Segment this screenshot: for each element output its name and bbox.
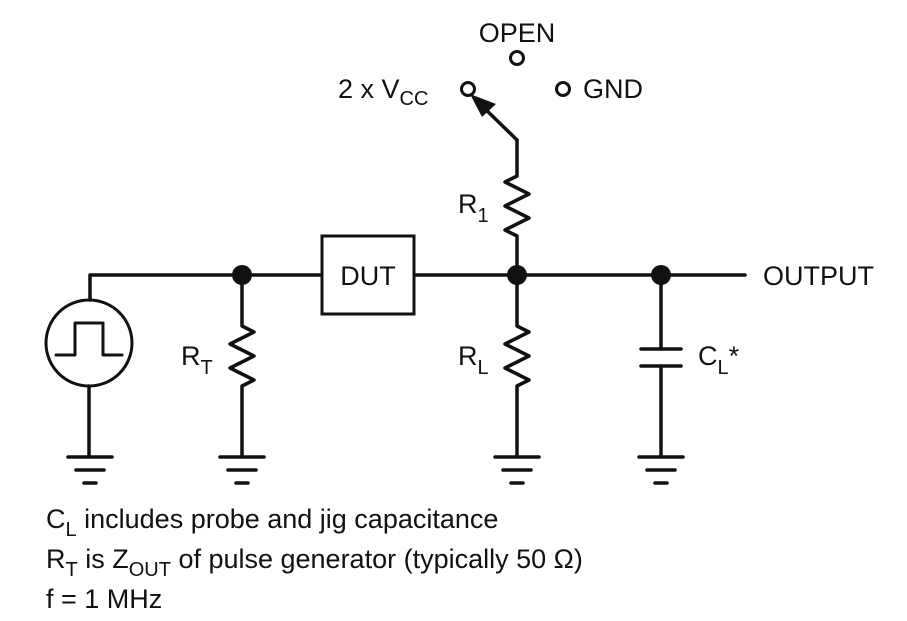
switch-vcc-label: 2 x VCC [338,74,428,110]
switch-arm [470,94,519,142]
rt-label: RT [181,341,213,379]
dut-label: DUT [340,261,396,291]
ground-icon [637,455,685,485]
note-line-2: RT is ZOUT of pulse generator (typically… [46,544,583,581]
switch-terminal-vcc [460,81,476,97]
note-line-3: f = 1 MHz [46,584,162,614]
rl-label: RL [458,341,489,379]
switch-gnd-label: GND [583,74,643,104]
pulse-generator-icon [44,298,134,457]
dut-block: DUT [320,234,416,316]
cl-label: CL* [698,341,740,379]
main-signal-wire [88,273,747,302]
switch-terminal-gnd [555,81,571,97]
r1-label: R1 [458,189,489,227]
ground-icon [493,455,541,485]
capacitor-icon [639,273,683,457]
resistor-icon-r1 [503,138,531,277]
switch-terminal-open [509,50,525,66]
ground-icon [66,455,114,485]
output-label: OUTPUT [763,261,874,291]
resistor-icon-rl [503,273,531,457]
switch-open-label: OPEN [479,18,556,48]
resistor-icon-rt [228,273,256,457]
ground-icon [218,455,266,485]
note-line-1: CL includes probe and jig capacitance [46,504,498,541]
